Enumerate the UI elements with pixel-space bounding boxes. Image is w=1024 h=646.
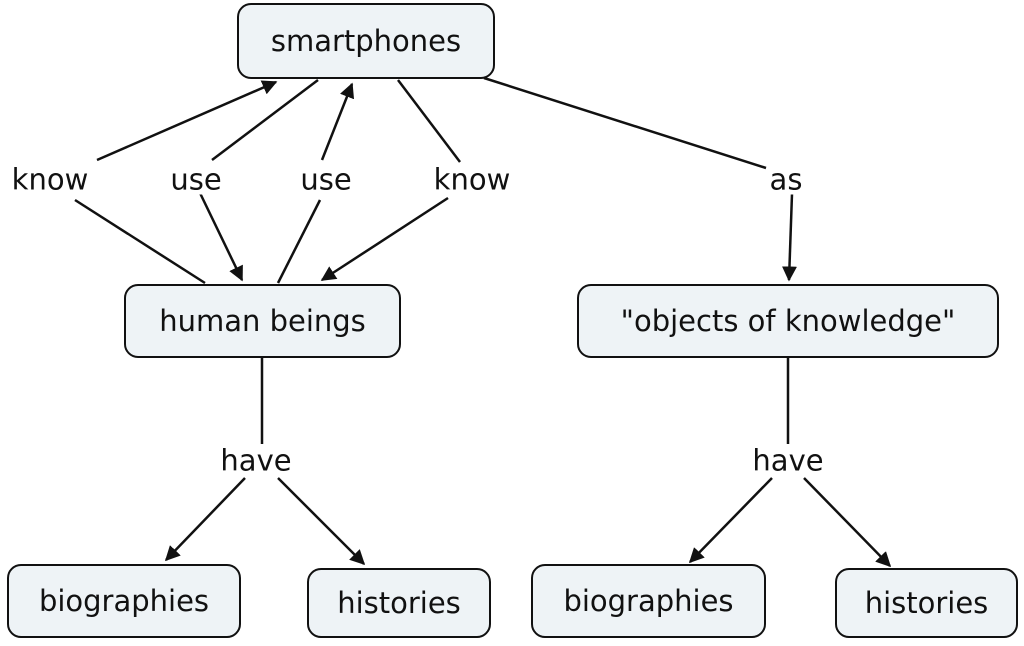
node-histories-left[interactable]: histories [307, 568, 491, 638]
node-histories-right-label: histories [864, 586, 989, 620]
edge-have-left-to-biographies [164, 477, 246, 562]
edge-know-right-upper [397, 79, 461, 163]
node-biographies-right-label: biographies [563, 584, 734, 618]
edge-as-upper [483, 76, 767, 170]
edge-know-right-lower [320, 196, 449, 282]
node-smartphones-label: smartphones [270, 24, 462, 58]
node-biographies-right[interactable]: biographies [531, 564, 766, 638]
link-label-know-right: know [431, 162, 513, 197]
node-biographies-left-label: biographies [38, 584, 210, 618]
edge-use-left-upper [211, 79, 319, 161]
link-label-have-left: have [218, 443, 294, 478]
edge-have-right-to-biographies [688, 477, 773, 564]
edge-use-mid-upper [320, 82, 355, 161]
edge-know-left-lower [74, 198, 206, 285]
node-smartphones[interactable]: smartphones [237, 3, 495, 79]
node-human-beings[interactable]: human beings [124, 284, 401, 358]
edge-have-left-to-histories [277, 477, 366, 566]
link-label-use-left: use [168, 162, 224, 197]
edge-have-right-to-histories [803, 477, 892, 568]
node-histories-left-label: histories [337, 586, 461, 620]
link-label-as: as [767, 162, 805, 197]
edge-as-lower [781, 193, 797, 282]
node-objects-of-knowledge-label: "objects of knowledge" [620, 304, 956, 338]
link-label-know-left: know [9, 162, 91, 197]
edge-use-left-lower [198, 192, 244, 282]
node-biographies-left[interactable]: biographies [7, 564, 241, 638]
node-histories-right[interactable]: histories [835, 568, 1018, 638]
node-human-beings-label: human beings [159, 304, 366, 338]
edge-use-mid-lower [276, 199, 322, 284]
link-label-use-mid: use [298, 162, 354, 197]
node-objects-of-knowledge[interactable]: "objects of knowledge" [577, 284, 999, 358]
link-label-have-right: have [750, 443, 826, 478]
edge-know-left-upper [96, 80, 278, 162]
